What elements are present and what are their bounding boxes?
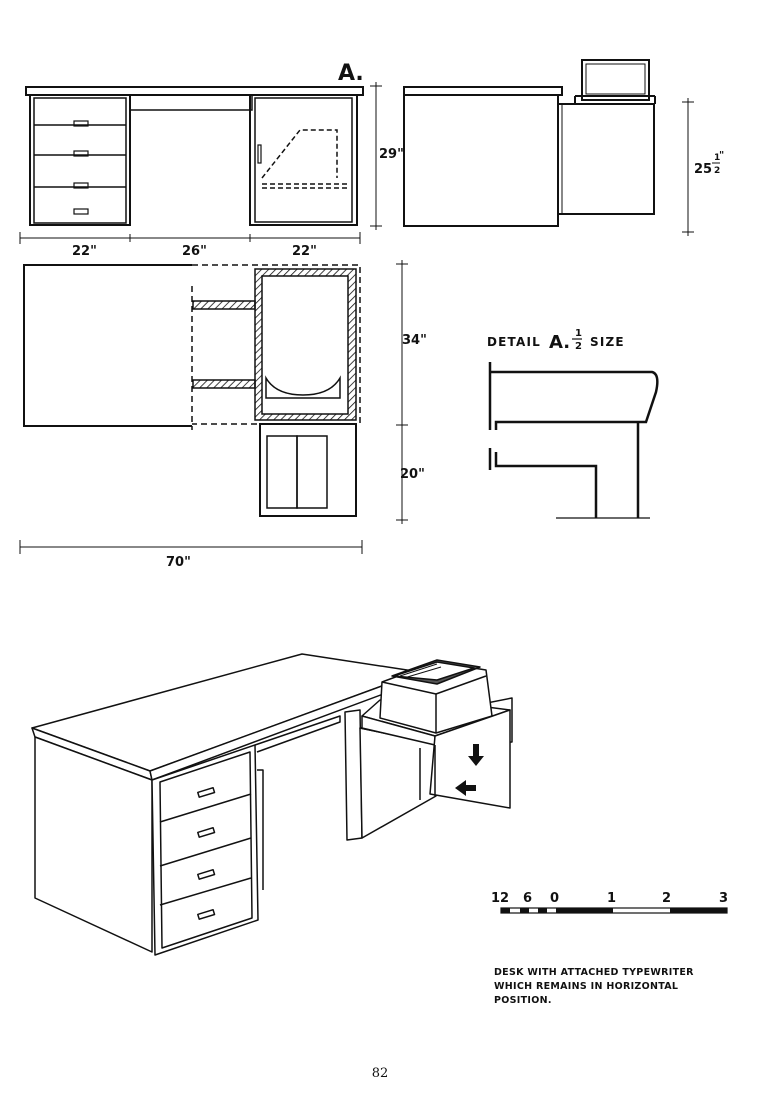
typewriter-hidden [261,129,348,189]
dim-width-left: 22" [72,244,97,259]
svg-text:25: 25 [694,162,712,177]
svg-text:": " [719,150,724,161]
drawers [34,120,126,215]
drawer-handle [73,208,89,215]
typewriter-shelf [557,103,655,215]
plan-view [23,264,361,517]
svg-text:1: 1 [714,153,720,163]
dim-side-height: 25 1 2 " [694,150,724,177]
dim-overall-width: 70" [166,555,191,570]
front-elevation [25,86,364,226]
dim-extension: 20" [400,467,425,482]
perspective-left-side [34,736,153,953]
drawer-handle [73,150,89,157]
figure-caption: DESK WITH ATTACHED TYPEWRITER WHICH REMA… [494,967,694,1006]
dim-width-middle: 26" [182,244,207,259]
svg-text:3: 3 [719,891,728,906]
desk-top [25,86,364,96]
side-desk-top [403,86,563,96]
svg-text:1: 1 [575,328,582,339]
plan-dimension-lines [19,260,408,554]
dim-depth: 34" [402,333,427,348]
svg-text:2: 2 [575,341,582,352]
scale-bar: 12 6 0 1 2 3 [491,891,728,914]
drawer-handle [197,826,216,838]
typewriter-side [581,59,650,101]
plan-desk-top [23,264,192,427]
arrow-left-icon [455,780,476,796]
front-dimension-lines [19,82,382,244]
drawer-handle [73,120,89,127]
detail-marker: A. [338,61,364,86]
center-drawer [129,94,253,111]
left-pedestal [29,94,131,226]
side-elevation [403,59,656,227]
perspective-view [31,653,513,956]
dim-height: 29" [379,147,404,162]
svg-text:A.: A. [549,332,570,353]
svg-text:1: 1 [607,891,616,906]
svg-text:0: 0 [550,891,559,906]
svg-text:6: 6 [523,891,532,906]
drawer-handle [197,868,216,880]
drawer-handle [197,908,216,920]
support-arm [192,300,256,310]
svg-text:DETAIL: DETAIL [487,335,541,349]
detail-title: DETAIL A. 1 2 SIZE [487,328,625,353]
support-arm [192,379,256,389]
drawer-handle [73,182,89,189]
right-pedestal [249,94,358,226]
drawer-handle [197,786,216,798]
arrow-down-icon [468,744,484,766]
cradle [265,375,341,399]
svg-text:12: 12 [491,891,509,906]
svg-text:SIZE: SIZE [590,335,625,349]
side-desk-body [403,94,559,227]
svg-text:2: 2 [662,891,671,906]
side-dimension-lines [682,98,694,236]
svg-text:2: 2 [714,166,720,176]
perspective-drawers [159,786,252,920]
door-handle [257,144,262,164]
page-number: 82 [371,1066,389,1081]
extension-cabinet [259,423,357,517]
detail-section [488,362,659,519]
dim-width-right: 22" [292,244,317,259]
